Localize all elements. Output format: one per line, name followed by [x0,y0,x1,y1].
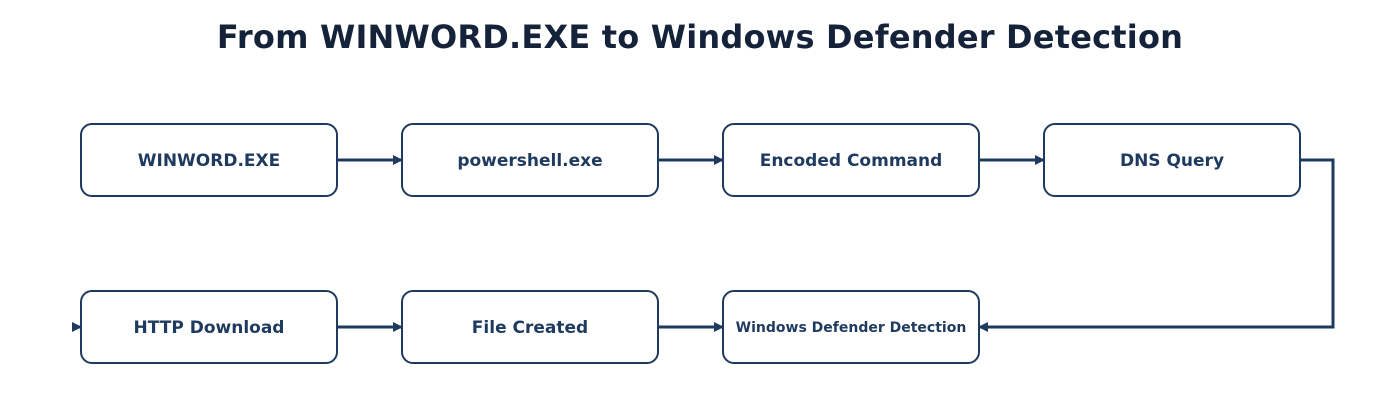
node-box [80,290,338,364]
node-label: Encoded Command [760,151,943,171]
node-box [401,290,659,364]
node-winword: WINWORD.EXE [80,123,338,197]
node-label: WINWORD.EXE [138,151,281,171]
node-label: Windows Defender Detection [736,320,967,336]
node-box [722,123,980,197]
node-encoded: Encoded Command [722,123,980,197]
node-http: HTTP Download [80,290,338,364]
node-dns: DNS Query [1043,123,1301,197]
node-box [401,123,659,197]
node-box [1043,123,1301,197]
node-box [80,123,338,197]
nodes-layer: WINWORD.EXE powershell.exe Encoded Command… [80,123,1301,364]
node-box [722,290,980,364]
node-label: File Created [472,318,588,338]
edges-layer [72,155,1335,332]
node-label: powershell.exe [457,151,602,171]
node-file: File Created [401,290,659,364]
node-label: DNS Query [1120,151,1224,171]
diagram-title: From WINWORD.EXE to Windows Defender Det… [216,18,1184,56]
node-label: HTTP Download [134,318,285,338]
edge-dns-to-http [978,158,1335,332]
node-powershell: powershell.exe [401,123,659,197]
node-defender: Windows Defender Detection [722,290,980,364]
